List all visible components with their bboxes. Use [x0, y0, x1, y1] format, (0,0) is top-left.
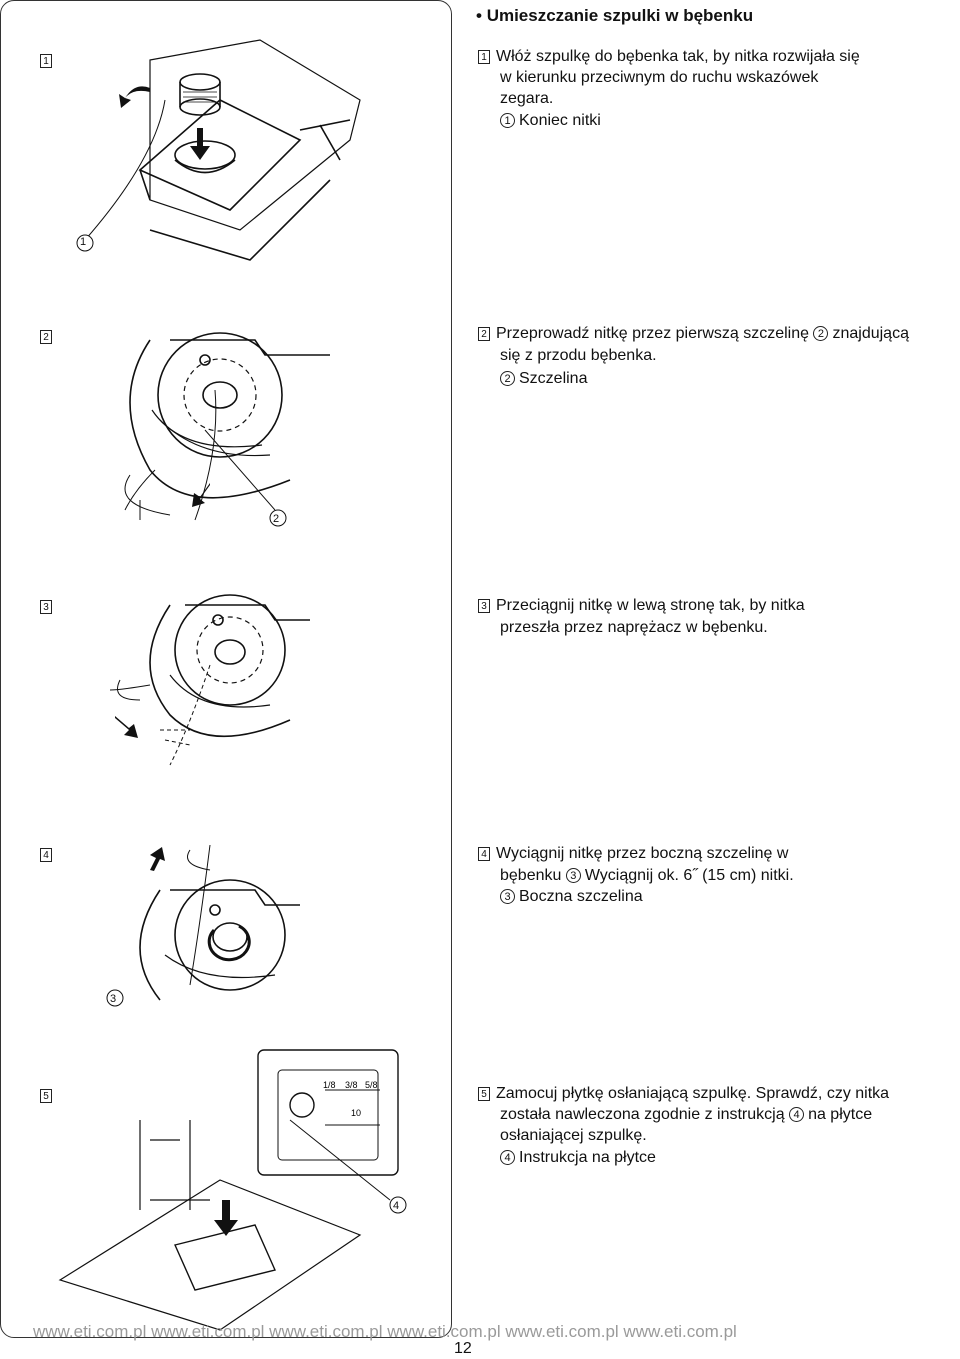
page-number: 12 [454, 1340, 472, 1357]
figure-4-side-slot [106, 844, 300, 1007]
illustration-panel [0, 0, 452, 1338]
step-2-marker: 2 [40, 326, 58, 347]
step-1-line-3: zegara. [500, 90, 554, 107]
step-5-line-3: osłaniającej szpulkę. [500, 1127, 647, 1144]
plate-tick-5-8: 5/8 [365, 1080, 378, 1090]
figure-5-cover-plate: 1/8 3/8 5/8 10 [58, 1049, 407, 1331]
bullet: • [476, 6, 482, 25]
plate-tick-10: 10 [351, 1108, 361, 1118]
step-5-marker: 5 [40, 1085, 58, 1106]
figure-4-callout-label: 3 [110, 993, 117, 1005]
figure-1-bobbin-insert [76, 39, 361, 261]
step-3-line-2: przeszła przez naprężacz w bębenku. [500, 619, 768, 636]
step-4-marker: 4 [40, 844, 58, 865]
figure-3-thread-tension [109, 594, 310, 766]
step-3-marker: 3 [40, 596, 58, 617]
step-5-line-2: została nawleczona zgodnie z instrukcją … [500, 1106, 873, 1123]
figure-2-callout-label: 2 [273, 513, 280, 525]
footer-watermark: www.eti.com.pl www.eti.com.pl www.eti.co… [33, 1322, 737, 1341]
step-1-line-2: w kierunku przeciwnym do ruchu wskazówek [500, 69, 819, 86]
step-2-line-2: się z przodu bębenka. [500, 347, 657, 364]
figure-1-callout-label: 1 [80, 236, 87, 248]
plate-tick-3-8: 3/8 [345, 1080, 358, 1090]
figure-5-callout-label: 4 [393, 1200, 400, 1212]
section-title-text: Umieszczanie szpulki w bębenku [486, 6, 754, 25]
figure-2-bobbin-case-slot [124, 332, 330, 527]
plate-tick-1-8: 1/8 [323, 1080, 336, 1090]
step-1-marker: 1 [40, 50, 58, 71]
section-title: • Umieszczanie szpulki w bębenku [476, 5, 753, 26]
